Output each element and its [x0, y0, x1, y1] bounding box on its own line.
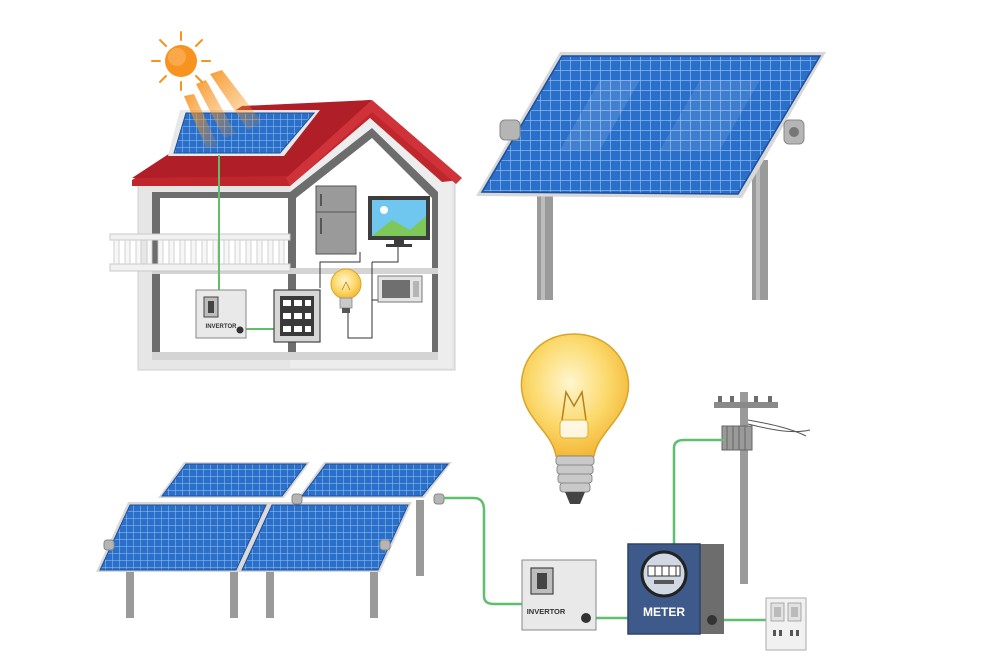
tv-icon	[368, 196, 430, 247]
refrigerator-icon	[315, 185, 357, 255]
large-solar-panel-icon	[476, 52, 826, 300]
microwave-icon	[377, 275, 423, 303]
house-wire	[218, 155, 274, 330]
house-inverter-icon: INVERTOR	[195, 289, 247, 339]
solar-array-icon	[96, 462, 452, 618]
large-light-bulb-icon	[520, 333, 630, 504]
appliance-wiring	[319, 246, 399, 339]
sun-icon	[151, 31, 211, 91]
ground-inverter-icon: INVERTOR	[521, 559, 597, 631]
utility-pole-icon	[714, 392, 811, 584]
power-outlet-icon	[765, 597, 807, 651]
electric-meter-icon: METER	[627, 543, 724, 635]
house-inverter-label: INVERTOR	[206, 324, 238, 330]
light-bulb-icon	[330, 268, 362, 313]
meter-label: METER	[643, 605, 685, 619]
ground-wires	[444, 438, 766, 622]
ground-inverter-label: INVERTOR	[527, 607, 566, 616]
house-icon: INVERTOR	[109, 100, 462, 371]
balcony-railing	[109, 233, 291, 272]
breaker-box-icon	[273, 289, 321, 343]
sun-rays	[184, 70, 262, 148]
